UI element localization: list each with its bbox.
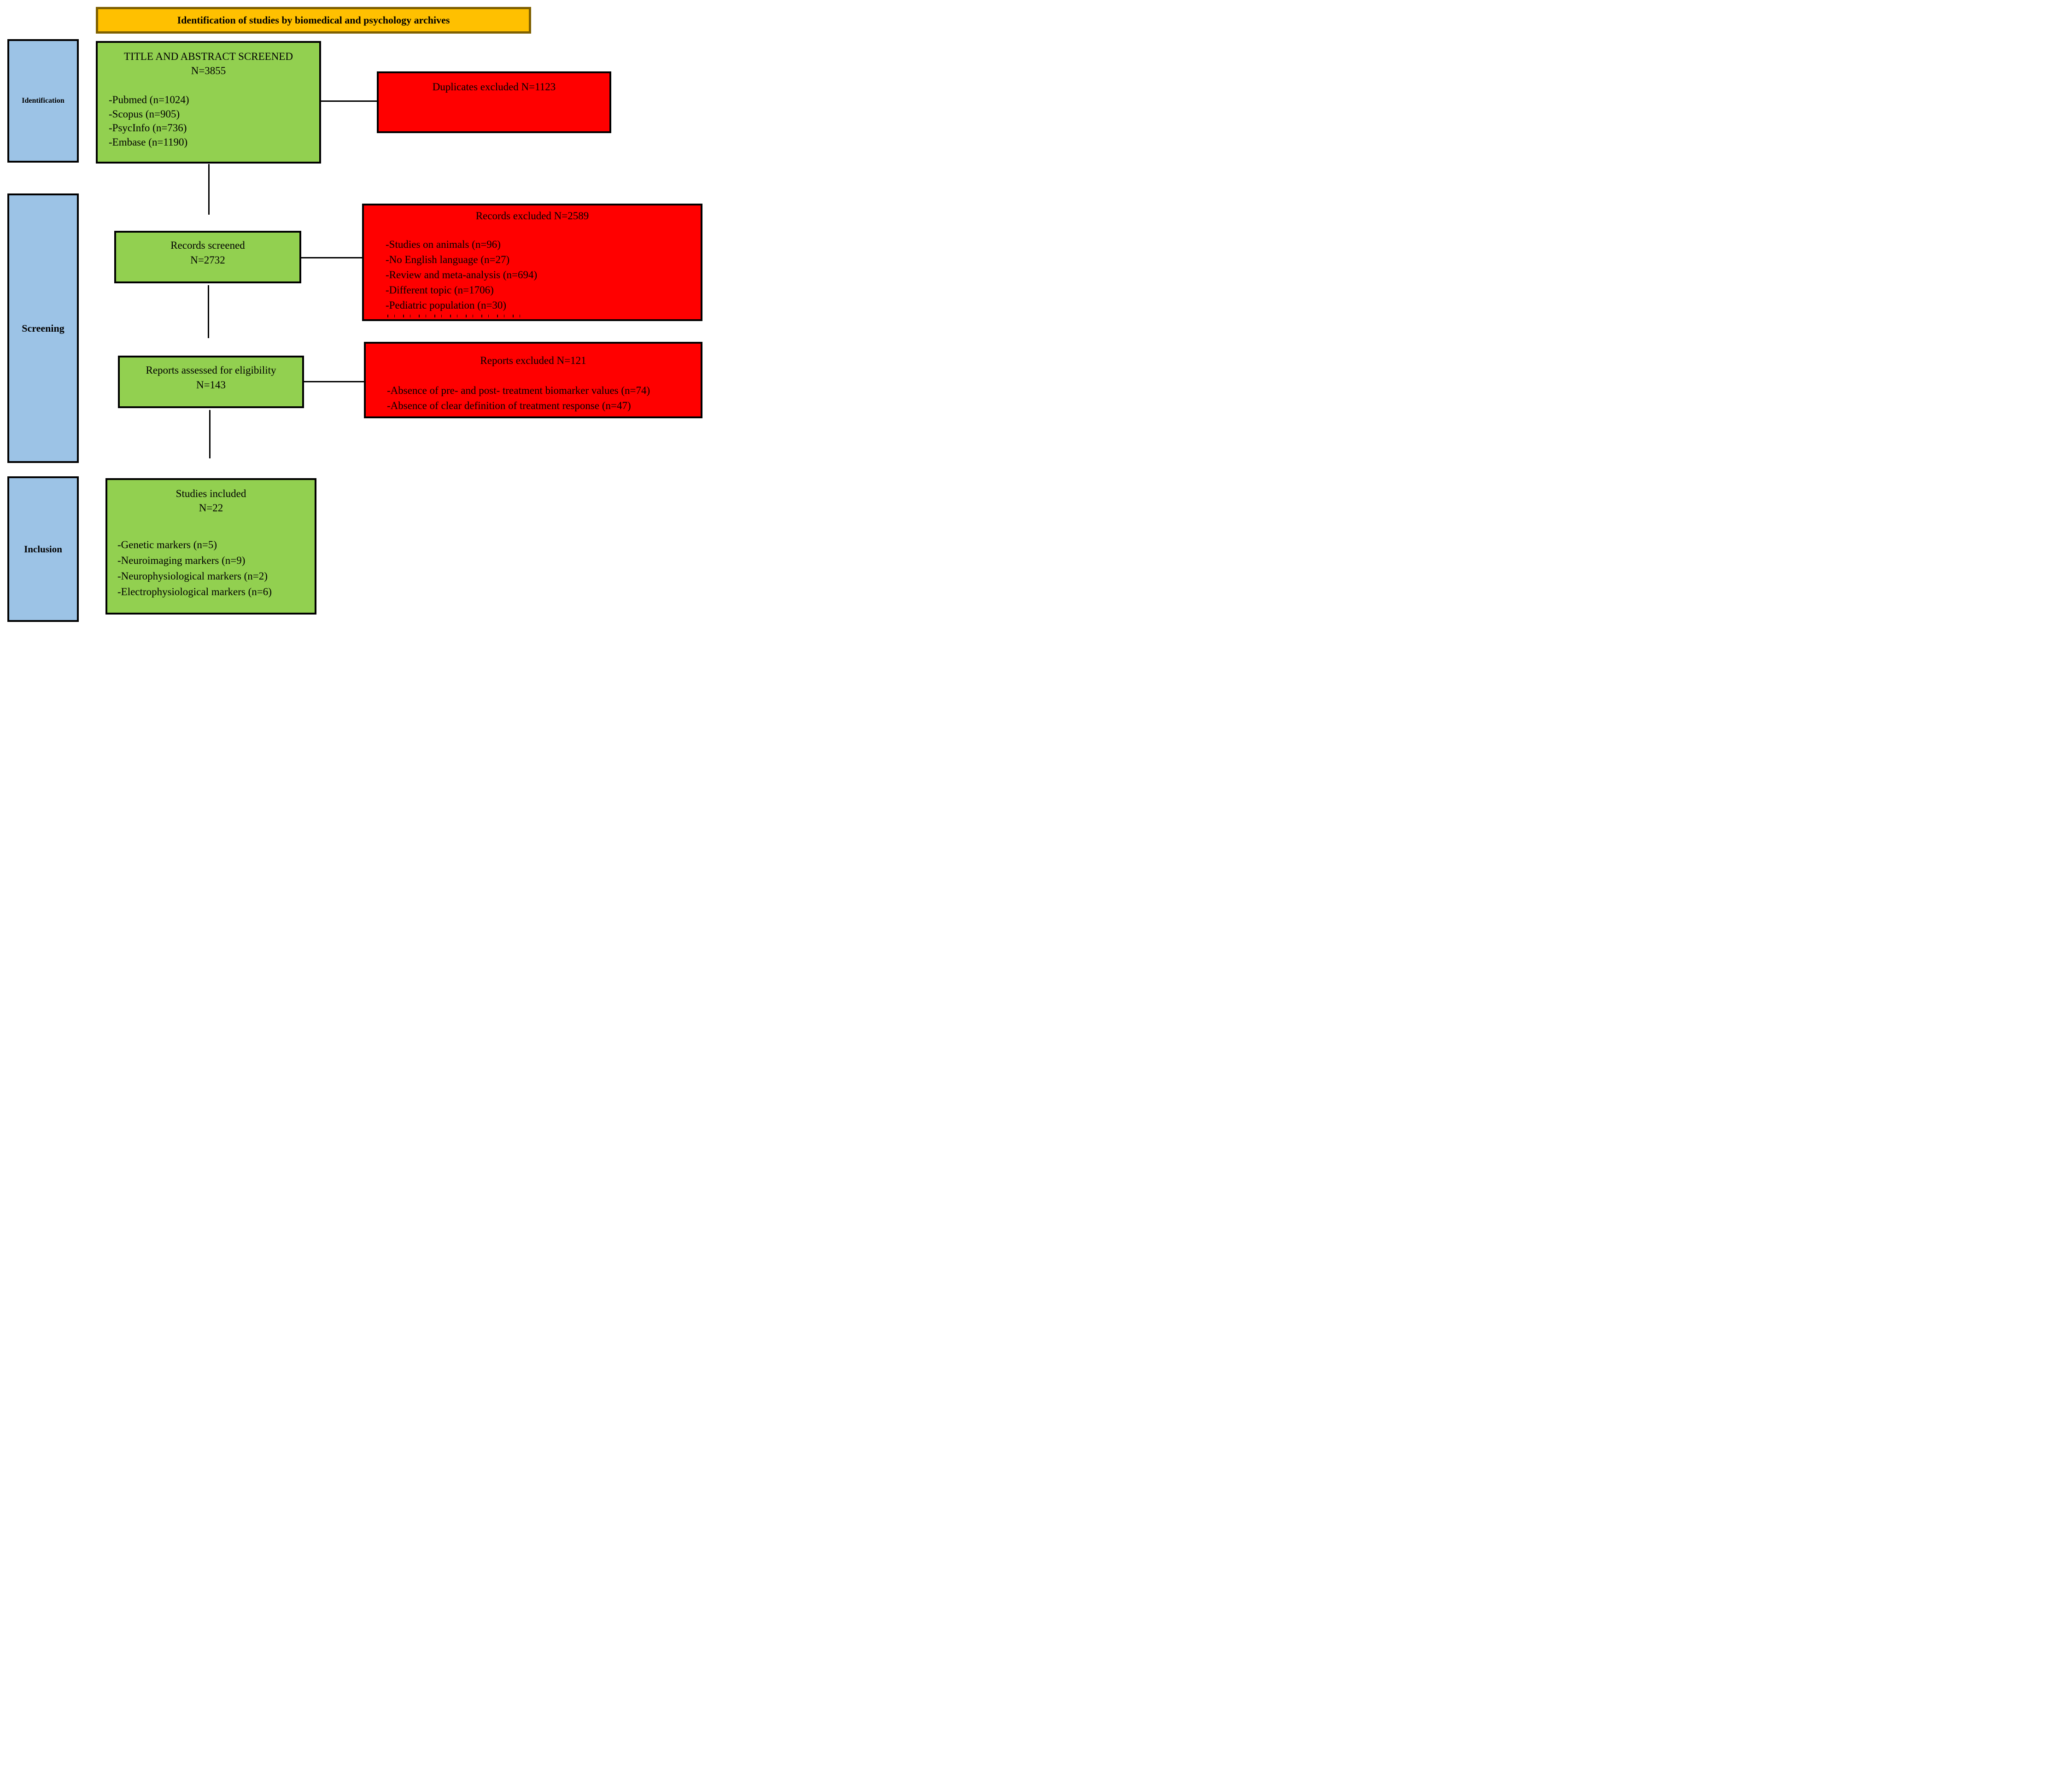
exclusion-list: -Absence of pre- and post- treatment bio… bbox=[366, 383, 701, 413]
list-item: -No English language (n=27) bbox=[386, 254, 510, 265]
box-count: N=22 bbox=[199, 502, 223, 514]
prisma-flow-diagram: Identification of studies by biomedical … bbox=[0, 0, 712, 623]
list-item: -PsycInfo (n=736) bbox=[109, 122, 187, 134]
banner: Identification of studies by biomedical … bbox=[96, 7, 531, 34]
list-item: -Embase (n=1190) bbox=[109, 136, 188, 148]
connector-reports-to-excluded bbox=[304, 381, 364, 382]
box-title-abstract-screened: TITLE AND ABSTRACT SCREENED N=3855 -Pubm… bbox=[96, 41, 321, 164]
box-count: N=143 bbox=[196, 379, 226, 391]
box-duplicates-excluded: Duplicates excluded N=1123 bbox=[377, 71, 611, 133]
stage-screening: Screening bbox=[7, 193, 79, 463]
source-list: -Pubmed (n=1024) -Scopus (n=905) -PsycIn… bbox=[98, 93, 319, 149]
connector-records-to-excluded bbox=[301, 257, 362, 258]
box-title: Reports excluded N=121 bbox=[480, 355, 586, 366]
list-item: -Neurophysiological markers (n=2) bbox=[117, 570, 268, 582]
box-title: TITLE AND ABSTRACT SCREENED bbox=[124, 51, 293, 62]
connector-records-to-reports bbox=[208, 285, 209, 338]
list-item: -Neuroimaging markers (n=9) bbox=[117, 555, 246, 566]
stage-identification-label: Identification bbox=[22, 97, 64, 105]
list-item: -Genetic markers (n=5) bbox=[117, 539, 217, 550]
stage-inclusion: Inclusion bbox=[7, 476, 79, 622]
list-item: -Review and meta-analysis (n=694) bbox=[386, 269, 538, 281]
box-title: Reports assessed for eligibility bbox=[146, 364, 276, 376]
box-count: N=3855 bbox=[191, 65, 226, 76]
stage-screening-label: Screening bbox=[22, 322, 64, 334]
list-item: -Absence of clear definition of treatmen… bbox=[387, 400, 631, 411]
box-records-screened: Records screened N=2732 bbox=[114, 231, 301, 283]
list-item: -Absence of pre- and post- treatment bio… bbox=[387, 385, 650, 396]
connector-screened-to-duplicates bbox=[321, 100, 377, 102]
stage-inclusion-label: Inclusion bbox=[24, 543, 62, 555]
list-item: -Scopus (n=905) bbox=[109, 108, 180, 120]
stage-identification: Identification bbox=[7, 39, 79, 163]
box-reports-excluded: Reports excluded N=121 -Absence of pre- … bbox=[364, 342, 702, 418]
box-title: Studies included bbox=[176, 488, 246, 499]
box-title: Duplicates excluded N=1123 bbox=[432, 81, 556, 93]
list-item: -Different topic (n=1706) bbox=[386, 284, 494, 296]
marker-list: -Genetic markers (n=5) -Neuroimaging mar… bbox=[107, 537, 315, 600]
list-item: -Pediatric population (n=30) bbox=[386, 299, 507, 311]
box-records-excluded: Records excluded N=2589 -Studies on anim… bbox=[362, 204, 702, 321]
clipped-text-artifact bbox=[387, 315, 526, 317]
box-studies-included: Studies included N=22 -Genetic markers (… bbox=[105, 478, 316, 615]
exclusion-list: -Studies on animals (n=96) -No English l… bbox=[364, 237, 701, 313]
box-count: N=2732 bbox=[190, 254, 225, 266]
banner-label: Identification of studies by biomedical … bbox=[177, 14, 450, 26]
box-title: Records excluded N=2589 bbox=[475, 210, 589, 222]
list-item: -Electrophysiological markers (n=6) bbox=[117, 586, 272, 597]
list-item: -Studies on animals (n=96) bbox=[386, 239, 501, 250]
connector-screened-to-records bbox=[208, 164, 210, 215]
list-item: -Pubmed (n=1024) bbox=[109, 94, 189, 105]
connector-reports-to-included bbox=[209, 410, 211, 458]
box-reports-assessed: Reports assessed for eligibility N=143 bbox=[118, 356, 304, 408]
box-title: Records screened bbox=[170, 240, 245, 251]
